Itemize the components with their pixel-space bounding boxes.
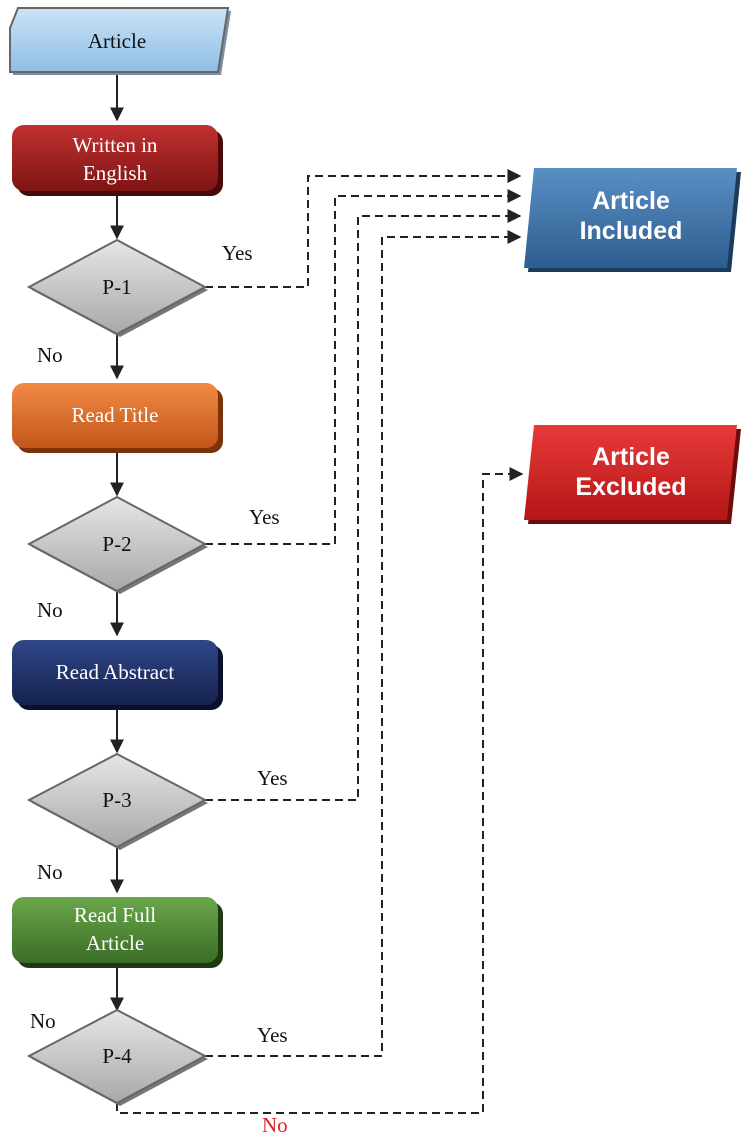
node-article-excluded: Article Excluded [524,425,741,524]
edge-p4-yes-to-included [205,230,522,1057]
node-p1: P-1 [26,238,208,337]
node-p2: P-2 [26,495,208,594]
included-shape [524,168,737,268]
english-shape [12,125,218,191]
excluded-shape [524,425,737,520]
excluded-label-line2: Excluded [575,473,686,501]
node-read-abstract: Read Abstract [12,640,223,710]
p3-no-label: No [37,860,63,884]
p4-no-top-label: No [30,1009,56,1033]
edge-p2-yes-to-included [205,189,522,545]
p2-diamond [26,495,208,593]
node-read-title: Read Title [12,383,223,453]
read-full-label-line2: Article [86,931,144,955]
edge-p4-no-to-excluded [116,467,524,1114]
english-label-line2: English [83,161,148,185]
edge-p3-yes-to-included [205,209,522,801]
p1-no-label: No [37,343,63,367]
node-written-in-english: Written in English [12,125,223,196]
p2-label: P-2 [102,532,131,556]
p2-yes-label: Yes [249,505,280,529]
p1-yes-label: Yes [222,241,253,265]
p4-label: P-4 [102,1044,132,1068]
node-article-included: Article Included [524,168,741,272]
english-label-line1: Written in [73,133,158,157]
p4-diamond [26,1008,208,1105]
included-label-line1: Article [592,187,670,215]
read-full-label-line1: Read Full [74,903,156,927]
read-abstract-shape [12,640,218,705]
p1-label: P-1 [102,275,131,299]
edge-labels: Yes No Yes No Yes No Yes No No [30,241,288,1137]
p4-no-bottom-label: No [262,1113,288,1137]
start-shape [9,7,230,73]
p3-label: P-3 [102,788,131,812]
included-label-line2: Included [580,217,683,245]
excluded-label-line1: Article [592,443,670,471]
node-read-full-article: Read Full Article [12,897,223,968]
yes-connectors [116,169,524,1114]
read-full-shape [12,897,218,963]
p3-diamond [26,752,208,849]
read-abstract-label: Read Abstract [56,660,175,684]
node-p4: P-4 [26,1008,208,1106]
read-title-label: Read Title [72,403,159,427]
p4-yes-label: Yes [257,1023,288,1047]
p3-yes-label: Yes [257,766,288,790]
read-title-shape [12,383,218,448]
node-start: Article [9,7,231,75]
p2-no-label: No [37,598,63,622]
edge-p1-yes-to-included [205,169,522,288]
p1-diamond [26,238,208,336]
start-label: Article [88,29,146,53]
node-p3: P-3 [26,752,208,850]
